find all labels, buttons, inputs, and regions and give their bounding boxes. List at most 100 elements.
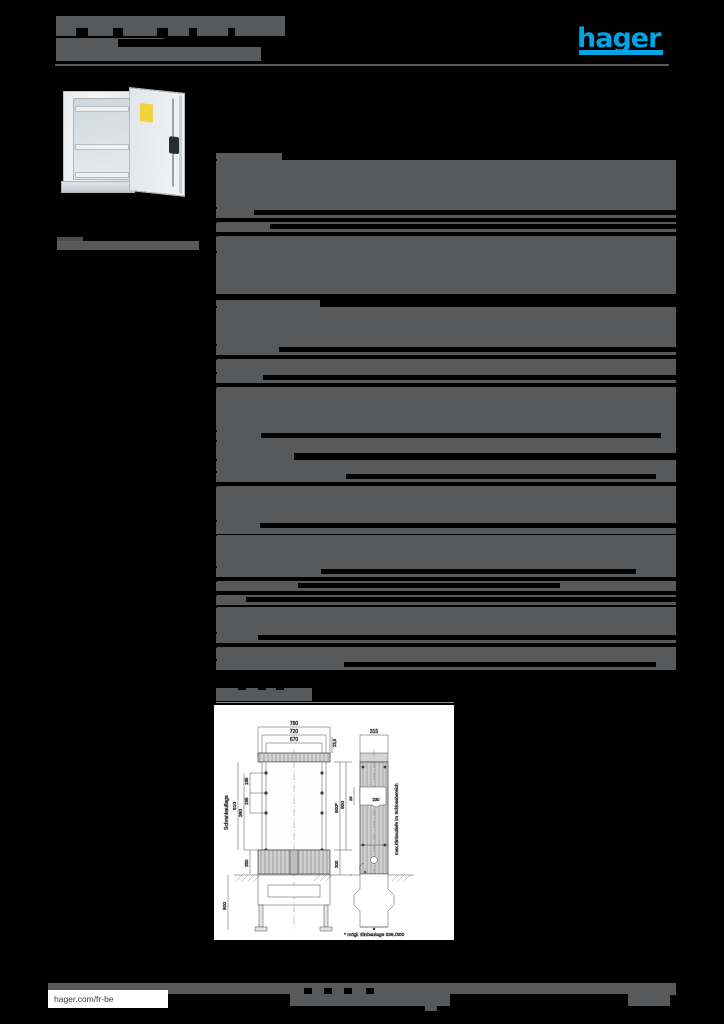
spec-row-separator — [216, 440, 217, 442]
spec-row-leader — [270, 224, 676, 229]
footer-notch — [304, 988, 312, 994]
footer-bar — [48, 983, 676, 994]
dim-780: 780 — [290, 721, 299, 727]
footer-url[interactable]: hager.com/fr-be — [48, 990, 168, 1008]
spec-row — [216, 307, 676, 345]
spec-section-heading — [216, 300, 320, 311]
dim-185-a: 185 — [244, 777, 249, 785]
photo-caption — [57, 241, 199, 250]
dim-23-5: 23,5 — [332, 738, 337, 747]
spec-row-separator — [216, 646, 217, 648]
spec-section-heading — [216, 453, 294, 464]
spec-row-leader — [261, 433, 661, 438]
spec-row-separator — [216, 344, 217, 346]
spec-row-separator — [216, 235, 217, 237]
hager-logo-text: hager — [577, 23, 661, 54]
footer-right-line-2 — [628, 995, 670, 1006]
cabinet-door — [129, 87, 185, 197]
dim-360: 360 — [238, 809, 244, 817]
heading-notch — [238, 684, 246, 690]
cabinet-rail — [75, 106, 129, 112]
spec-row-leader — [279, 347, 676, 352]
spec-row-separator — [216, 358, 217, 360]
spec-row-leader — [263, 375, 676, 380]
spec-row-separator — [216, 632, 217, 634]
dimension-drawing: 780 720 670 — [214, 705, 454, 940]
heading-notch — [276, 684, 284, 690]
title-notch — [76, 28, 88, 37]
spec-row-leader — [260, 523, 676, 528]
title-notch — [189, 28, 197, 37]
drawing-divider — [216, 702, 454, 703]
spec-row-separator — [216, 606, 217, 608]
spec-row-separator — [216, 580, 217, 582]
subtitle-spacer — [118, 39, 261, 47]
detail-marker-c: c — [364, 869, 366, 874]
spec-row-leader — [344, 662, 656, 667]
title-notch — [113, 28, 123, 37]
spec-row-separator — [216, 534, 217, 536]
dim-900-left: 900 — [222, 902, 228, 910]
label-max-einbautiefe: max.Einbautiefe im Schlossbereich — [394, 783, 399, 855]
cabinet-rail — [75, 144, 129, 150]
dim-670: 670 — [290, 737, 299, 743]
dim-720: 720 — [290, 729, 299, 735]
footer-notch — [344, 988, 352, 994]
dim-250: 250 — [244, 859, 249, 867]
dim-185-b: 185 — [244, 797, 249, 805]
spec-row-separator — [216, 372, 217, 374]
photo-caption-top — [57, 237, 83, 243]
hager-logo-underline — [579, 50, 663, 55]
door-edge — [179, 95, 182, 194]
spec-row-separator — [216, 520, 217, 522]
yellow-label — [140, 103, 153, 123]
spec-row-leader — [254, 210, 676, 215]
spec-section-heading — [216, 153, 282, 164]
spec-row-separator — [216, 221, 217, 223]
dimension-drawing-svg: 780 720 670 — [214, 705, 454, 940]
spec-row-separator — [216, 159, 217, 161]
dim-230: 230 — [373, 797, 381, 802]
header-divider — [55, 64, 669, 66]
dim-610: 610 — [232, 802, 238, 810]
door-handle — [169, 136, 179, 155]
spec-row — [216, 359, 676, 373]
title-notch — [157, 28, 168, 37]
drawing-heading — [216, 684, 312, 701]
spec-row — [216, 387, 676, 431]
spec-row-separator — [216, 566, 217, 568]
footer-notch — [324, 988, 332, 994]
spec-row — [216, 160, 676, 208]
footer-right-line-1 — [628, 983, 676, 995]
cabinet-rail — [75, 172, 129, 178]
heading-notch — [258, 684, 266, 690]
spec-row-separator — [216, 430, 217, 432]
label-schrankauflage: Schrankauflage — [224, 795, 230, 830]
dim-900-star: 900* — [334, 803, 340, 813]
spec-row-leader — [321, 569, 636, 574]
spec-row-leader — [298, 583, 560, 588]
spec-row — [216, 607, 676, 633]
product-photo — [57, 85, 195, 203]
spec-row-separator — [216, 471, 217, 473]
dim-28: 28 — [348, 796, 353, 801]
spec-row-separator — [216, 459, 217, 461]
spec-row-separator — [216, 594, 217, 596]
title-notch — [228, 28, 235, 37]
spec-row-separator — [216, 306, 217, 308]
spec-row-separator — [216, 207, 217, 209]
dim-300: 300 — [334, 860, 339, 868]
spec-row-leader — [346, 474, 656, 479]
spec-row — [216, 252, 676, 294]
cabinet-body — [63, 91, 135, 189]
footer-center-descender — [425, 1002, 437, 1011]
spec-row-separator — [216, 386, 217, 388]
footer-notch — [366, 988, 374, 994]
dim-315: 315 — [370, 729, 379, 735]
spec-row-leader — [246, 597, 676, 602]
cabinet-plinth — [61, 181, 135, 193]
spec-row — [216, 441, 676, 453]
spec-row-leader — [258, 635, 676, 640]
spec-row-separator — [216, 485, 217, 487]
